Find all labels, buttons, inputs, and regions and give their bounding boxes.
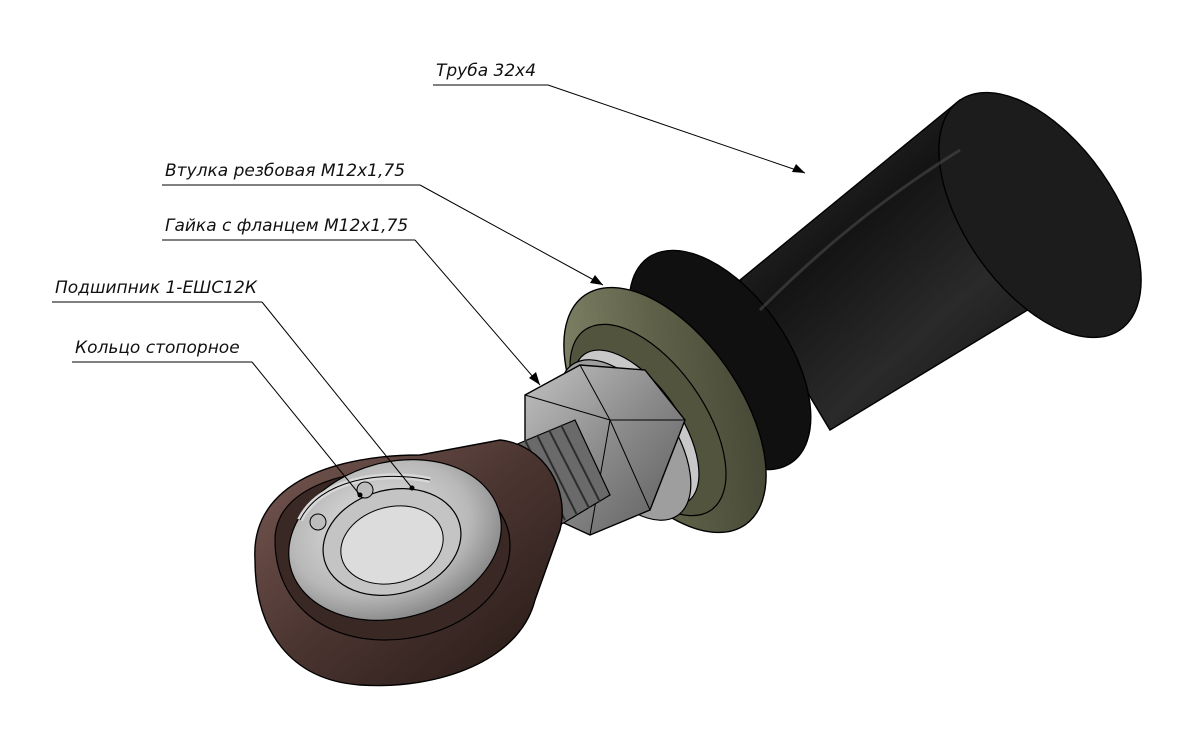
ring-part — [297, 473, 431, 531]
bearing-part — [288, 459, 502, 621]
callout-tube: Труба 32х4 — [433, 61, 806, 174]
callout-sleeve: Втулка резбовая М12х1,75 — [162, 161, 604, 286]
callout-nut-label: Гайка с фланцем М12х1,75 — [165, 216, 408, 236]
callout-bearing-label: Подшипник 1-ЕШС12К — [55, 278, 258, 298]
callout-ring: Кольцо стопорное — [72, 338, 363, 498]
callout-bearing: Подшипник 1-ЕШС12К — [52, 278, 415, 491]
callout-sleeve-label: Втулка резбовая М12х1,75 — [165, 161, 405, 181]
callout-nut: Гайка с фланцем М12х1,75 — [162, 216, 541, 386]
callout-ring-label: Кольцо стопорное — [75, 338, 240, 358]
callout-tube-label: Труба 32х4 — [436, 61, 536, 81]
